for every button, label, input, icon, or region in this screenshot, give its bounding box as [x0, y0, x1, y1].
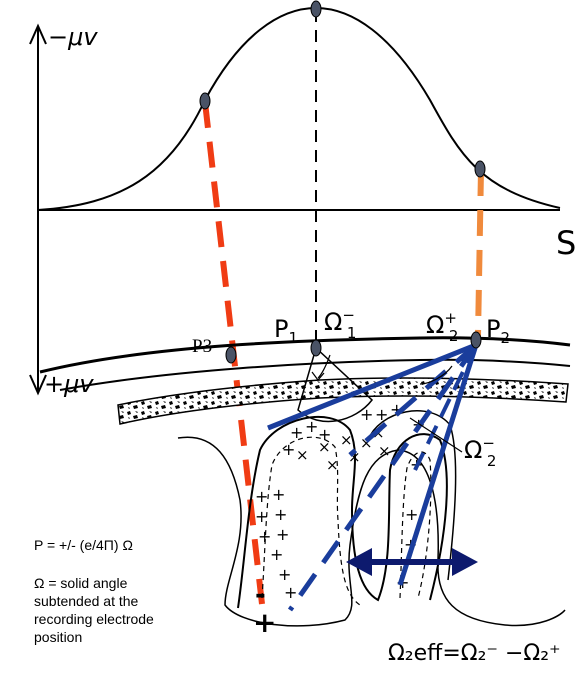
svg-text:+: +: [284, 583, 297, 602]
y-axis-label-bottom: +μv: [44, 370, 94, 398]
electrode-p3: [225, 346, 237, 364]
svg-text:+: +: [318, 425, 331, 444]
svg-text:+: +: [274, 505, 287, 524]
svg-text:+: +: [282, 440, 295, 459]
svg-text:×: ×: [318, 438, 331, 456]
scalp-inner-line: [59, 358, 571, 391]
charge-plus: +: [253, 606, 276, 639]
blue-solid-line-right: [397, 344, 479, 586]
omega2-plus-pointer: [419, 365, 453, 385]
curve-marker-peak: [310, 0, 322, 18]
svg-text:+: +: [278, 565, 291, 584]
blue-dashed-line-right: [413, 344, 478, 471]
omega1-arrow: [311, 354, 331, 381]
svg-text:+: +: [290, 423, 303, 442]
svg-text:+: +: [272, 485, 285, 504]
formula-potential: P = +/- (e/4Π) Ω: [34, 537, 133, 553]
curve-marker-right: [474, 160, 486, 178]
svg-text:×: ×: [296, 446, 309, 464]
label-omega2-plus: Ω+2: [426, 309, 458, 345]
svg-text:+: +: [255, 507, 268, 526]
electrode-p2: [470, 331, 482, 349]
blue-solid-line-top: [267, 342, 477, 431]
svg-text:+: +: [305, 417, 318, 436]
gyrus-inner-dashed-2: [399, 451, 432, 599]
svg-text:+: +: [270, 545, 283, 564]
omega2-minus-pointer: [409, 417, 463, 453]
x-axis-label: S: [556, 224, 576, 262]
gyrus-inner-dashed: [261, 436, 361, 606]
svg-text:×: ×: [378, 442, 391, 460]
gyrus-fold: [237, 415, 448, 609]
omega1-cone: [297, 346, 374, 423]
dipole-double-arrow: [346, 548, 478, 576]
blue-dashed-line-top: [348, 343, 478, 457]
cortex-outline: [177, 436, 566, 627]
blue-dashed-line-long: [287, 343, 479, 612]
svg-text:×: ×: [340, 431, 353, 449]
formula-effective: Ω₂eff=Ω₂⁻ −Ω₂⁺: [388, 641, 561, 666]
skull-layer: [117, 377, 569, 425]
svg-text:+: +: [360, 405, 373, 424]
scalp-outer-line: [39, 336, 571, 374]
label-p2: P2: [486, 315, 510, 347]
label-p3: P3: [192, 336, 212, 357]
omega-definition: Ω = solid angle subtended at the recordi…: [34, 575, 154, 645]
curve-marker-left: [199, 92, 211, 110]
y-axis-label-top: −μv: [48, 23, 98, 51]
svg-text:+: +: [276, 525, 289, 544]
electrode-p1: [310, 339, 322, 357]
svg-text:+: +: [375, 405, 388, 424]
label-p1: P1: [274, 315, 298, 347]
label-omega1-minus: Ω−1: [324, 306, 356, 342]
svg-text:+: +: [258, 527, 271, 546]
orange-dashed-line: [475, 169, 484, 337]
charge-minus: -: [255, 580, 266, 610]
svg-text:+: +: [405, 505, 418, 524]
svg-text:×: ×: [326, 456, 339, 474]
label-omega2-minus: Ω−2: [464, 434, 496, 470]
svg-text:+: +: [255, 487, 268, 506]
